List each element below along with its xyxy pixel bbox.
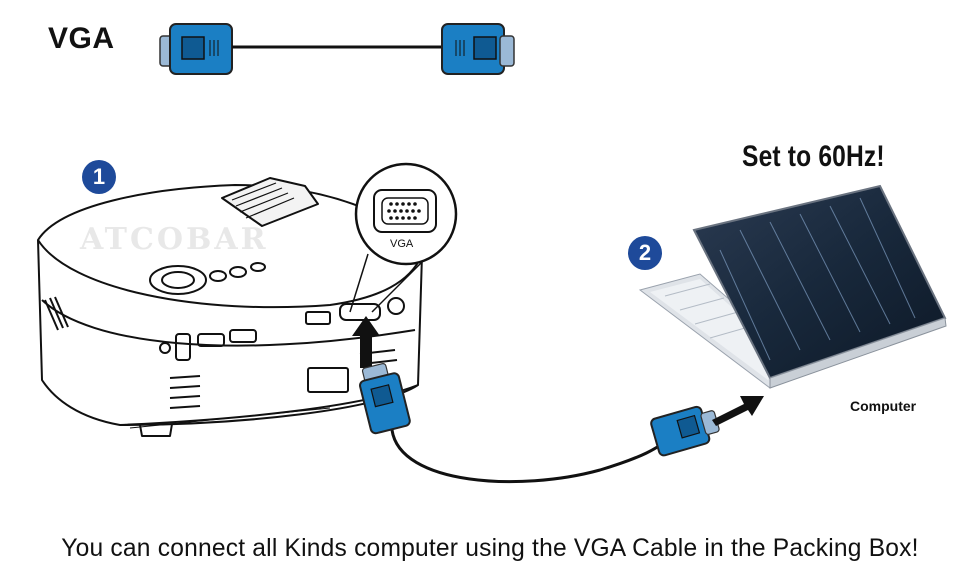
step-1-badge: 1 [82, 160, 116, 194]
refresh-rate-heading: Set to 60Hz! [742, 140, 885, 173]
vga-port-icon [349, 162, 458, 313]
arrow-icon [352, 316, 380, 368]
brand-watermark: ATCOBAR [80, 222, 269, 257]
caption-text: You can connect all Kinds computer using… [61, 535, 919, 562]
laptop-illustration [638, 184, 947, 389]
vga-cable-icon [159, 23, 515, 75]
vga-cable-link [359, 363, 764, 484]
computer-label: Computer [850, 398, 917, 414]
vga-cable-title: VGA [48, 22, 115, 55]
step-2-badge: 2 [628, 236, 662, 270]
vga-port-label: VGA [390, 238, 414, 250]
